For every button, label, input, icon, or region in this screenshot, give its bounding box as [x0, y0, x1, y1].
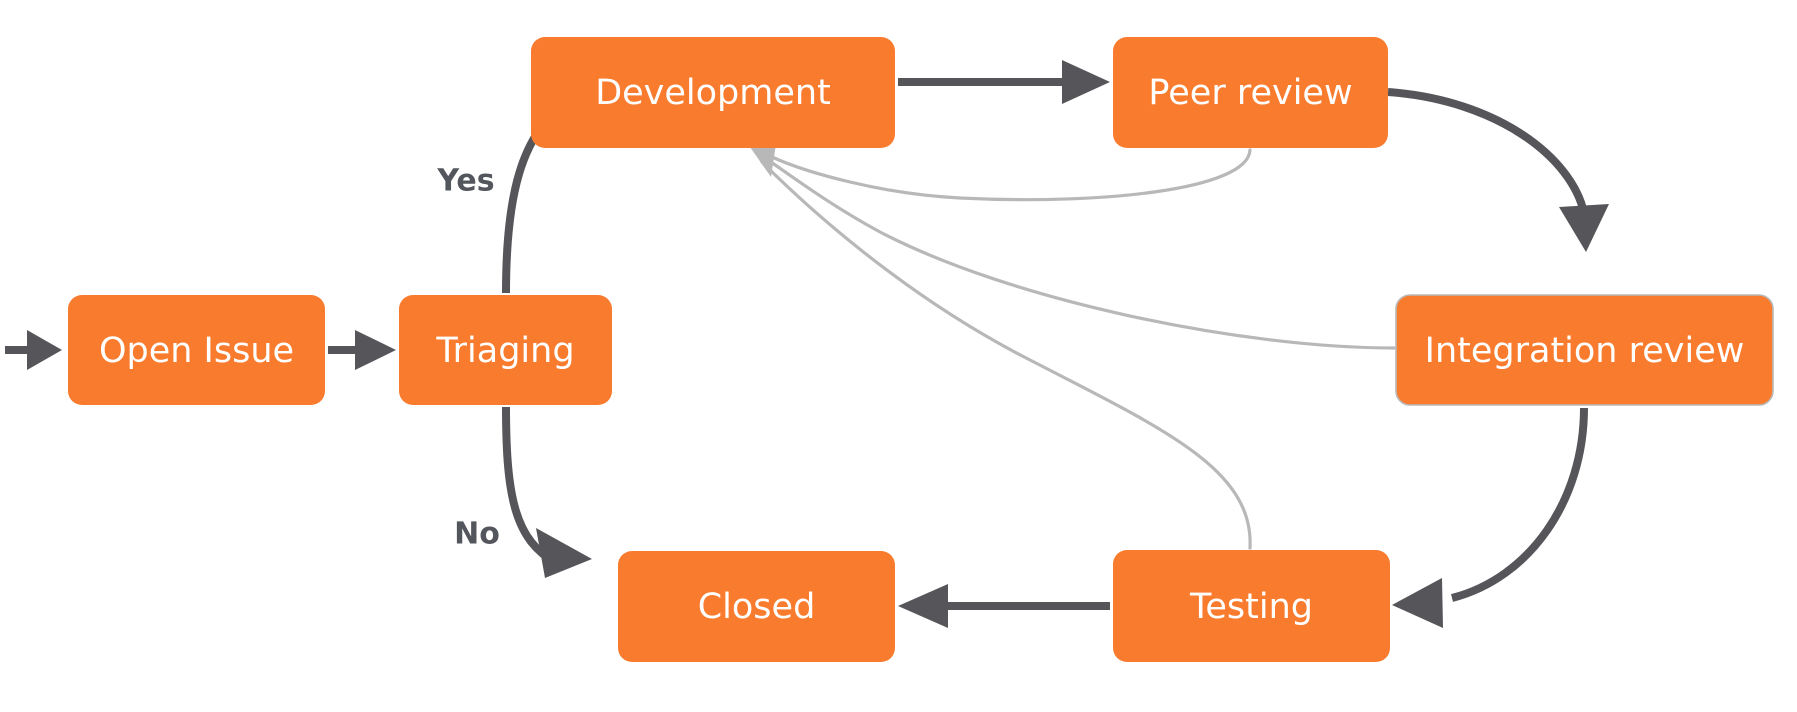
node-peer-review[interactable]: Peer review	[1113, 37, 1388, 148]
node-box	[1113, 37, 1388, 148]
node-label: Closed	[698, 587, 816, 627]
node-triaging[interactable]: Triaging	[399, 295, 612, 405]
edge-open-issue-to-triaging[interactable]	[328, 330, 396, 370]
node-box	[618, 551, 895, 662]
edge-development-to-peer-review[interactable]	[898, 60, 1110, 104]
arrowhead	[27, 330, 62, 370]
edge-line	[1387, 88, 1588, 214]
node-label: Peer review	[1148, 73, 1352, 113]
edge-peer-review-to-integration-review[interactable]	[1387, 88, 1609, 252]
arrowhead	[1559, 204, 1609, 252]
node-open-issue[interactable]: Open Issue	[68, 295, 325, 405]
edge-line	[766, 158, 1396, 350]
node-box	[399, 295, 612, 405]
node-testing[interactable]: Testing	[1113, 550, 1390, 662]
arrowhead	[355, 330, 396, 370]
edge-integration-review-back-to-development[interactable]	[766, 158, 1396, 350]
node-development[interactable]: Development	[531, 37, 895, 148]
edge-start-to-open-issue[interactable]	[5, 330, 62, 370]
edge-peer-review-back-to-development[interactable]	[770, 148, 1252, 202]
edge-line	[760, 160, 1252, 550]
edge-testing-to-closed[interactable]	[898, 584, 1110, 628]
node-box	[1395, 294, 1774, 406]
node-label: Testing	[1189, 587, 1313, 627]
node-label: Open Issue	[99, 331, 294, 371]
node-box	[68, 295, 325, 405]
arrowhead	[898, 584, 948, 628]
edge-label-yes: Yes	[436, 164, 494, 199]
edge-labels: Yes No	[436, 164, 499, 552]
edge-integration-review-to-testing[interactable]	[1392, 407, 1588, 628]
edge-line	[1451, 407, 1588, 602]
edge-triaging-to-closed-no[interactable]	[502, 406, 592, 578]
edge-label-no: No	[454, 517, 500, 552]
node-box	[1113, 550, 1390, 662]
edge-testing-back-to-development[interactable]	[760, 160, 1252, 550]
node-integration-review[interactable]: Integration review	[1395, 294, 1774, 406]
node-label: Development	[595, 73, 831, 113]
node-closed[interactable]: Closed	[618, 551, 895, 662]
arrowhead	[536, 528, 592, 578]
edge-line	[770, 148, 1252, 202]
arrowhead	[1392, 578, 1443, 628]
nodes: Open Issue Triaging Development Peer rev…	[68, 37, 1774, 662]
node-label: Integration review	[1425, 331, 1745, 371]
secondary-edges	[745, 131, 1396, 550]
node-box	[531, 37, 895, 148]
arrowhead	[1062, 60, 1110, 104]
node-label: Triaging	[435, 331, 574, 371]
